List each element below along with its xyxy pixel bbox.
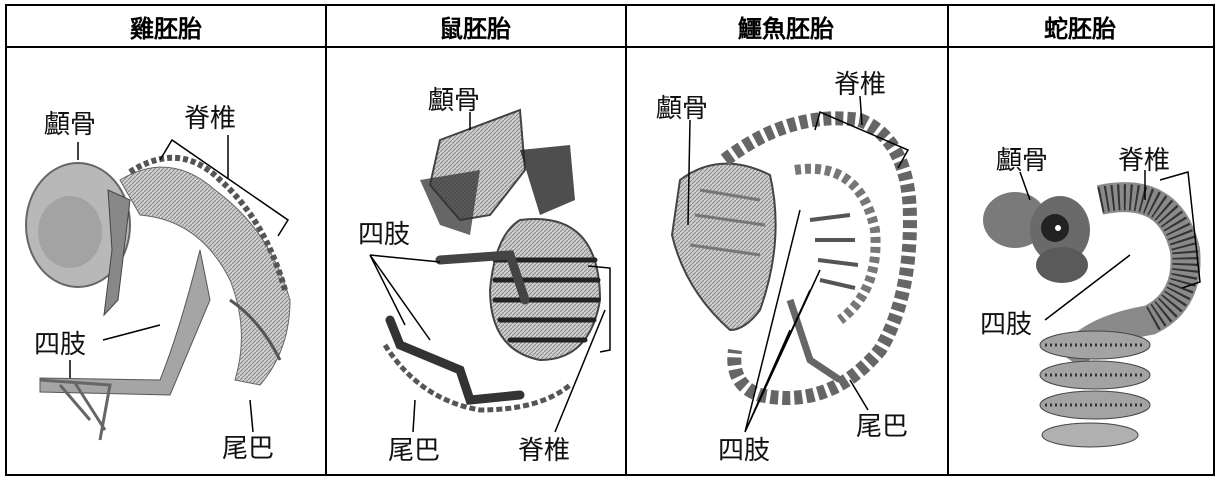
chicken-tail-label: 尾巴 [222, 428, 274, 465]
snake-skull-label: 顱骨 [996, 140, 1048, 177]
crocodile-tail-label: 尾巴 [856, 406, 908, 443]
chicken-embryo-image [26, 158, 290, 440]
mouse-spine-label: 脊椎 [518, 430, 570, 467]
crocodile-skull-label: 顱骨 [656, 88, 708, 125]
snake-limbs-label: 四肢 [980, 304, 1032, 341]
crocodile-spine-label: 脊椎 [834, 64, 886, 101]
crocodile-embryo-image [672, 118, 910, 398]
crocodile-limbs-label: 四肢 [718, 430, 770, 467]
mouse-tail-label: 尾巴 [388, 430, 440, 467]
mouse-skull-label: 顱骨 [428, 80, 480, 117]
mouse-limbs-label: 四肢 [358, 214, 410, 251]
snake-spine-label: 脊椎 [1118, 140, 1170, 177]
chicken-skull-label: 顱骨 [44, 104, 96, 141]
chicken-limbs-label: 四肢 [34, 324, 86, 361]
chicken-spine-label: 脊椎 [184, 98, 236, 135]
